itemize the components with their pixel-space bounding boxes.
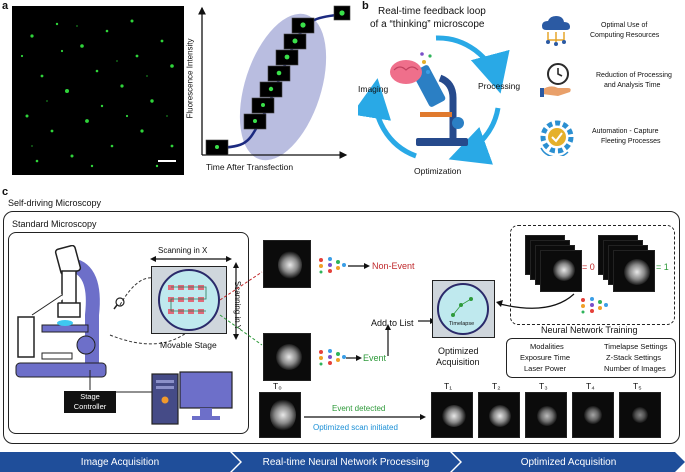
y-axis-label: Fluorescence Intensity [185,38,195,119]
scanning-y-arrow [233,262,239,340]
t5-label: T₅ [633,381,642,391]
event-label: Event [363,353,387,363]
arrow-event [346,355,362,361]
optimized-acquisition-line1: Optimized [438,346,479,356]
controller-cables [89,370,158,393]
setting-laser: Laser Power [524,364,567,373]
benefit-3-line1: Automation - Capture [592,128,659,135]
t0-frame [259,392,301,438]
loop-title-line2: of a “thinking” microscope [370,19,485,30]
optimized-stage: Timelapse [432,280,495,338]
setting-zstack: Z-Stack Settings [606,353,662,362]
benefit-2-line1: Reduction of Processing [596,72,672,79]
panel-letter-c: c [2,186,9,198]
scanning-x-arrow [150,256,232,262]
training-feedback-arrow [496,293,575,309]
optimized-scan-label: Optimized scan initiated [313,423,398,432]
scanning-x-label: Scanning in X [158,246,208,255]
nn-training-label: Neural Network Training [541,325,638,335]
panel-letter-a: a [2,0,9,12]
t4-frame [572,392,614,438]
event-detected-arrow [304,414,426,420]
benefit-3-line2: Fleeting Processes [601,138,661,145]
loop-label-optimization: Optimization [414,166,462,176]
stage-nn-processing-label: Real-time Neural Network Processing [262,456,430,468]
t4-label: T₄ [586,381,595,391]
stage-controller-box: Stage Controller [64,391,116,413]
non-event-label: Non-Event [372,261,415,271]
stage-optimized-acquisition: Optimized Acquisition [452,452,685,472]
timelapse-label: Timelapse [449,321,475,327]
optimized-acquisition-line2: Acquisition [436,357,480,367]
add-to-list-label: Add to List [371,318,414,328]
training-positive-front [613,250,655,292]
benefit-1-line1: Optimal Use of [601,22,648,29]
stage-controller-line2: Controller [73,402,107,411]
feedback-loop: Imaging Processing Optimization [351,28,530,178]
t5-frame [619,392,661,438]
movable-stage [151,266,227,334]
standard-microscopy-title: Standard Microscopy [12,219,97,229]
stage-optimized-acquisition-label: Optimized Acquisition [520,456,617,468]
benefit-1-line2: Computing Resources [590,32,660,39]
computer-icon [146,370,236,426]
training-negative-front [540,250,582,292]
magnifier-icon [115,297,125,307]
stage-to-thumb-lines [219,271,263,346]
self-driving-title: Self-driving Microscopy [8,198,102,208]
loop-label-processing: Processing [478,81,521,91]
fluorescence-time-plot: Fluorescence Intensity Time After Transf… [185,2,352,182]
t3-frame [525,392,567,438]
benefit-icon-cloud [538,14,574,46]
settings-box [506,338,676,378]
fluorescence-field-image [12,6,184,175]
stage-image-acquisition-label: Image Acquisition [80,456,160,468]
t2-frame [478,392,520,438]
setting-modalities: Modalities [530,342,564,351]
gear-check-icon [540,120,574,158]
stage-controller-line1: Stage [80,392,100,401]
stage-image-acquisition: Image Acquisition [0,452,240,472]
self-driving-frame [3,211,680,444]
highlight-ellipse [239,13,327,161]
x-axis-label: Time After Transfection [206,162,294,172]
t0-label: T₀ [273,381,282,391]
setting-timelapse: Timelapse Settings [604,342,668,351]
benefit-2-line2: and Analysis Time [604,82,661,89]
clock-hand-icon [540,63,571,97]
arrow-non-event [348,263,370,269]
benefit-icon-gear [538,118,576,158]
nn-icon-2 [318,348,346,366]
nn-icon-training [580,296,608,314]
loop-title-line1: Real-time feedback loop [378,6,486,17]
label-zero: = 0 [582,262,595,272]
nn-icon-1 [318,256,346,274]
zoom-connector [109,277,191,345]
loop-label-imaging: Imaging [358,84,389,94]
green-cells-pattern [20,19,176,168]
label-one: = 1 [656,262,669,272]
t2-label: T₂ [492,381,501,391]
non-event-thumbnail [263,240,311,288]
standard-microscopy-frame [8,232,249,434]
setting-num-images: Number of Images [604,364,666,373]
brain-icon [390,52,432,84]
event-detected-label: Event detected [332,404,386,413]
t1-label: T₁ [444,381,453,391]
nn-training-box [510,225,675,325]
panel-letter-b: b [362,0,369,12]
event-thumbnail [263,333,311,381]
stage-nn-processing: Real-time Neural Network Processing [232,452,460,472]
scale-bar [158,160,176,162]
benefit-icon-clock [540,62,574,98]
add-to-list-arrow-up [385,324,391,356]
movable-stage-label: Movable Stage [160,340,217,350]
standard-microscope-icon [12,244,107,380]
setting-exposure: Exposure Time [520,353,571,362]
t3-label: T₃ [539,381,548,391]
cloud-network-icon [542,16,570,46]
t1-frame [431,392,473,438]
